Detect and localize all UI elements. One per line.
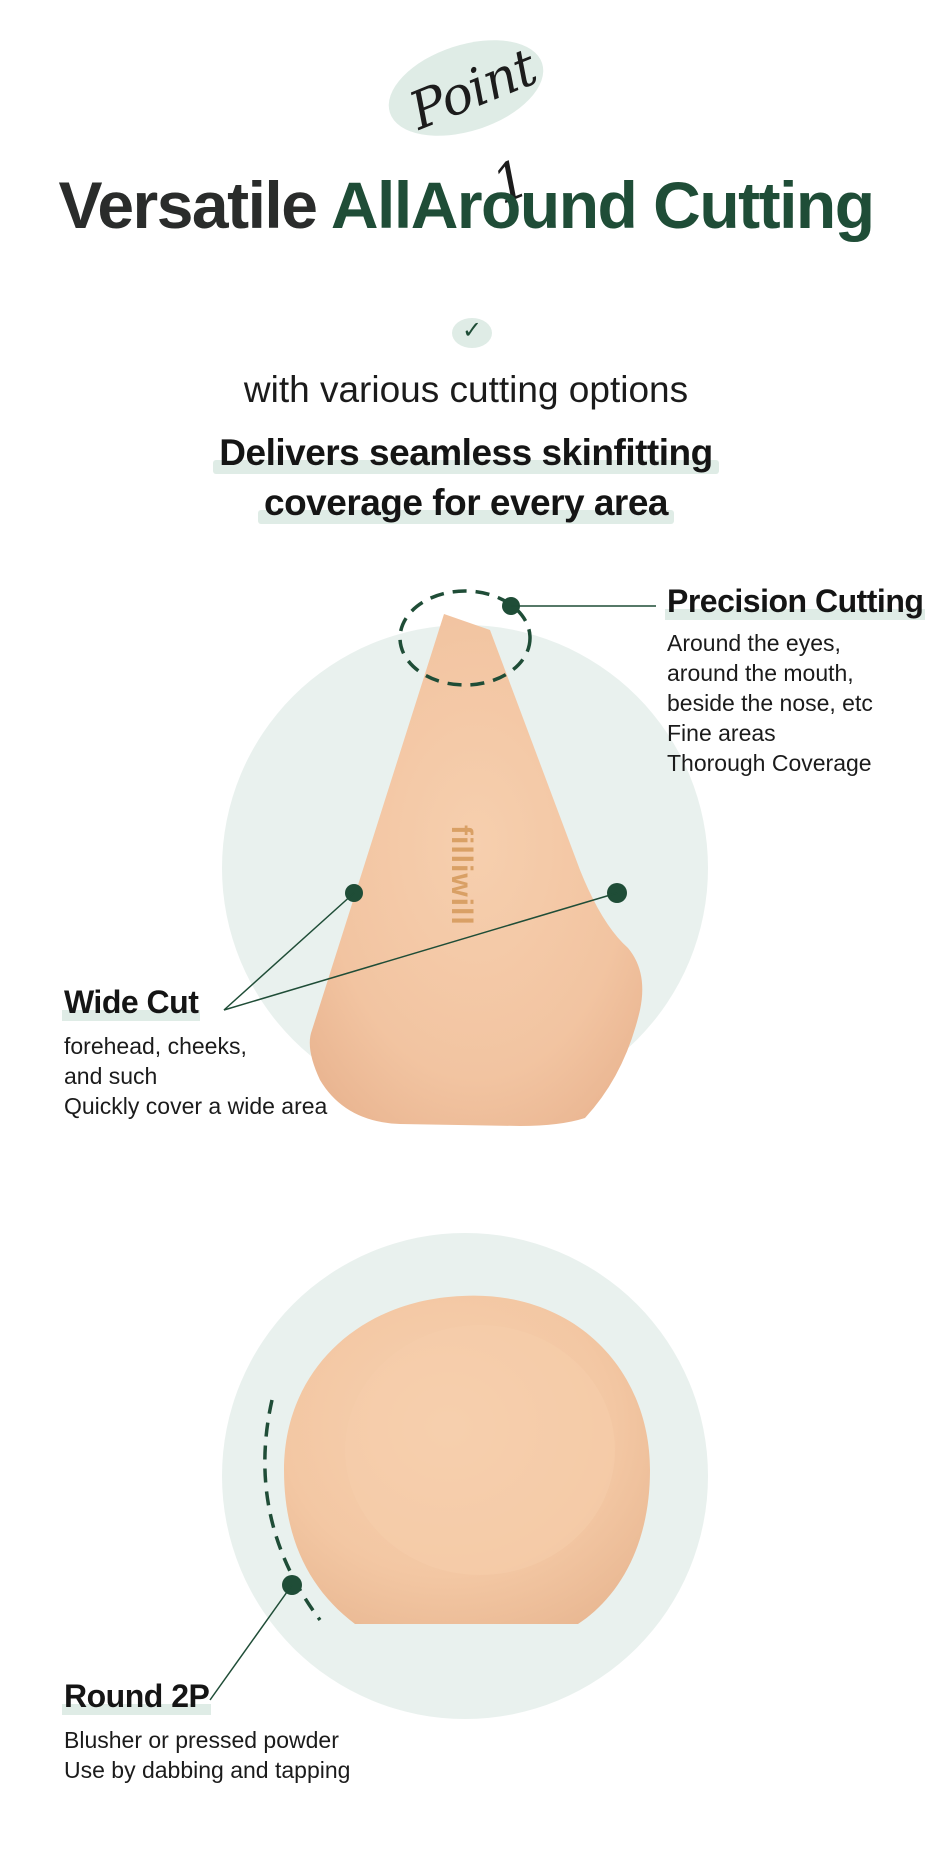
- round-2p-title: Round 2P: [61, 1677, 212, 1715]
- round-2p-title-text: Round 2P: [61, 1678, 212, 1715]
- precision-highlight-ring: [398, 589, 532, 687]
- intro-line-1: with various cutting options: [243, 369, 689, 410]
- round-sponge-face: [345, 1325, 615, 1575]
- intro-line-3: coverage for every area: [258, 478, 674, 528]
- intro-line-2: Delivers seamless skinfitting: [213, 428, 720, 478]
- round-pointer-line: [209, 1584, 293, 1701]
- precision-line: Fine areas: [667, 720, 776, 746]
- title-part-1: Versatile: [58, 168, 318, 242]
- precision-line: Around the eyes,: [667, 630, 841, 656]
- page-title: Versatile AllAround Cutting: [0, 172, 932, 238]
- wide-cut-line: forehead, cheeks,: [64, 1033, 247, 1059]
- precision-cutting-title-text: Precision Cutting: [664, 583, 926, 620]
- wide-cut-description: forehead, cheeks, and such Quickly cover…: [64, 1031, 327, 1121]
- wide-cut-title-text: Wide Cut: [61, 984, 201, 1021]
- round-2p-description: Blusher or pressed powder Use by dabbing…: [64, 1725, 350, 1785]
- wide-cut-line: and such: [64, 1063, 158, 1089]
- sponge-brand-logo: filliwill: [445, 825, 478, 926]
- precision-cutting-title: Precision Cutting: [664, 582, 926, 620]
- wide-cut-title: Wide Cut: [61, 983, 201, 1021]
- wide-cut-line-left: [223, 892, 355, 1011]
- wide-cut-line-right: [223, 892, 618, 1011]
- round-2p-line: Blusher or pressed powder: [64, 1727, 339, 1753]
- intro-highlight: Delivers seamless skinfitting coverage f…: [0, 428, 932, 528]
- teardrop-sponge: [309, 614, 643, 1126]
- checkmark-icon: ✓: [461, 317, 483, 344]
- wide-cut-line: Quickly cover a wide area: [64, 1093, 328, 1119]
- checkmark-background: [452, 318, 492, 348]
- precision-line: around the mouth,: [667, 660, 854, 686]
- precision-line: Thorough Coverage: [667, 750, 872, 776]
- round-edge-arc: [263, 1399, 322, 1622]
- round-2p-line: Use by dabbing and tapping: [64, 1757, 351, 1783]
- title-part-2: AllAround Cutting: [330, 168, 875, 242]
- precision-line: beside the nose, etc: [667, 690, 873, 716]
- precision-cutting-description: Around the eyes, around the mouth, besid…: [667, 628, 873, 778]
